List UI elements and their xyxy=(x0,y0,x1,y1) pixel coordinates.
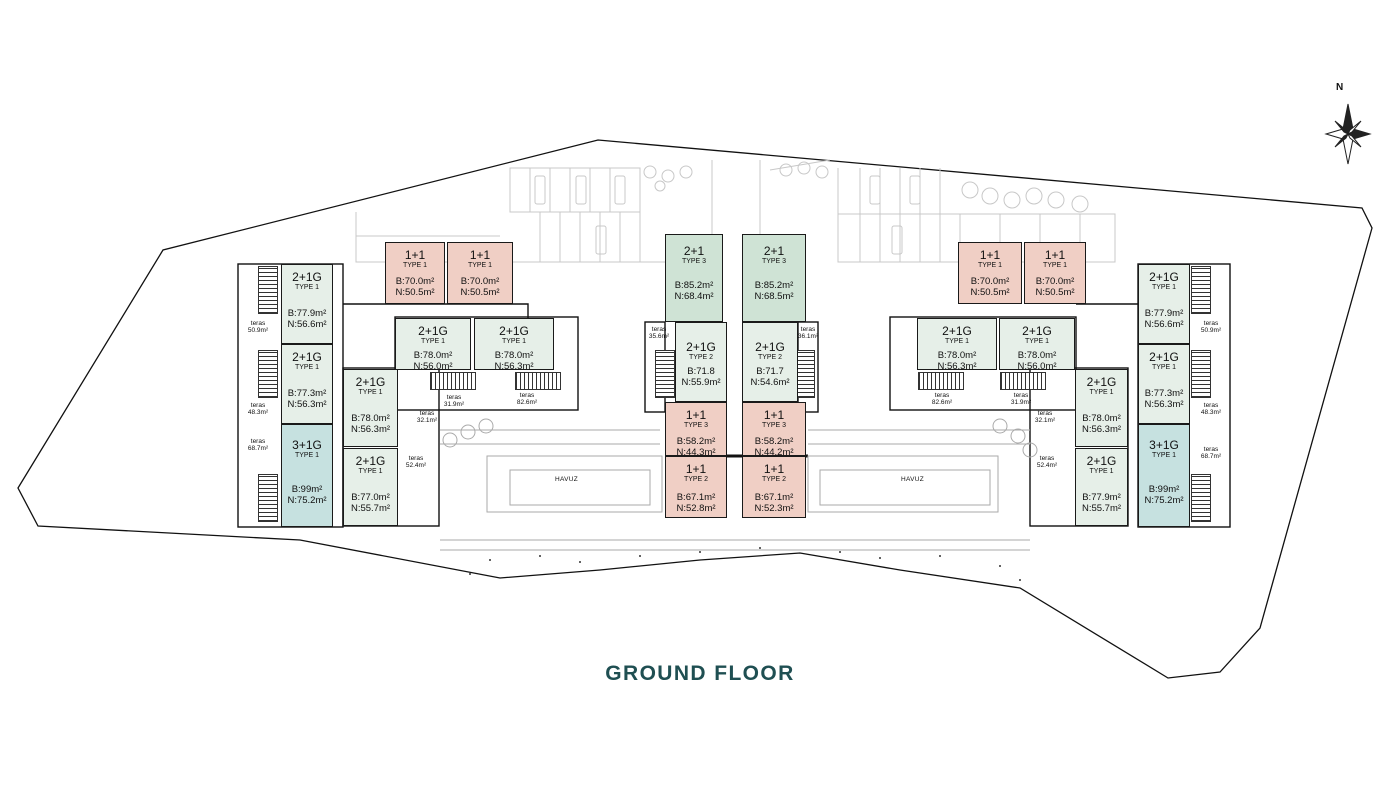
stair xyxy=(1191,350,1211,398)
north-arrow xyxy=(1324,103,1372,165)
stair xyxy=(258,350,278,398)
stair xyxy=(655,350,675,398)
site-boundary xyxy=(17,139,1373,679)
stair xyxy=(1191,266,1211,314)
pool-label: HAVUZ xyxy=(555,476,579,483)
parking-area xyxy=(355,159,1116,263)
garden-strip xyxy=(469,547,1021,581)
stair xyxy=(1191,474,1211,522)
pool-area xyxy=(440,418,1038,551)
stair xyxy=(258,266,278,314)
stair xyxy=(258,474,278,522)
stair xyxy=(918,372,964,390)
stair xyxy=(515,372,561,390)
north-label: N xyxy=(1336,82,1344,93)
floor-title: GROUND FLOOR xyxy=(605,662,795,685)
stair xyxy=(795,350,815,398)
stair xyxy=(1000,372,1046,390)
pool-label: HAVUZ xyxy=(901,476,925,483)
stair xyxy=(430,372,476,390)
